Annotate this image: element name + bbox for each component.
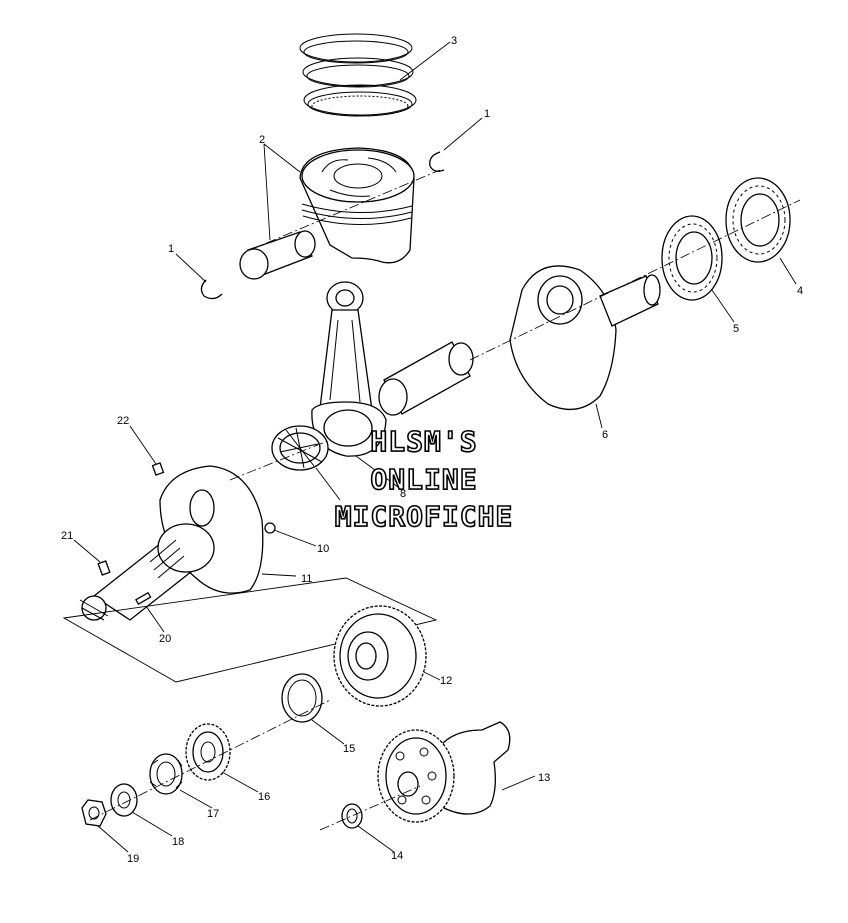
key-21[interactable] (97, 560, 111, 576)
balancer-gear-13[interactable] (377, 721, 511, 823)
callout-18: 18 (172, 836, 184, 848)
callout-9: 9 (337, 504, 343, 516)
callouts: 3 1 2 1 4 5 6 8 9 10 11 22 21 20 12 15 1… (61, 35, 803, 865)
callout-3: 3 (451, 35, 457, 47)
ball-bearing-inner[interactable] (661, 215, 723, 301)
crank-pin[interactable] (378, 341, 474, 416)
piston-rings[interactable] (299, 33, 417, 117)
circlip-right[interactable] (429, 151, 445, 172)
callout-6: 6 (602, 429, 608, 441)
crank-half-right[interactable] (509, 265, 661, 411)
connecting-rod[interactable] (311, 281, 387, 457)
leader-lines (73, 41, 797, 853)
needle-bearing[interactable] (271, 425, 329, 471)
washer-14[interactable] (341, 803, 363, 829)
callout-15: 15 (343, 743, 355, 755)
assembly-box (62, 577, 438, 683)
callout-11: 11 (301, 573, 312, 585)
callout-4: 4 (797, 285, 803, 297)
piston[interactable] (239, 147, 415, 280)
lock-nut-17[interactable] (149, 753, 183, 795)
callout-10: 10 (317, 543, 329, 555)
circlip-left[interactable] (200, 279, 223, 300)
gear-12[interactable] (333, 605, 427, 707)
key-22[interactable] (151, 462, 165, 476)
callout-12: 12 (440, 675, 452, 687)
dowel-20[interactable] (135, 591, 152, 605)
callout-22: 22 (117, 415, 129, 427)
ball-bearing-outer[interactable] (725, 177, 791, 263)
watermark-line-1: HLSM'S (370, 424, 478, 459)
washer-18[interactable] (110, 783, 138, 817)
callout-8: 8 (400, 488, 406, 500)
callout-13: 13 (538, 772, 550, 784)
callout-5: 5 (733, 323, 739, 335)
callout-21: 21 (61, 530, 73, 542)
callout-1-left: 1 (168, 243, 174, 255)
callout-17: 17 (207, 808, 219, 820)
callout-19: 19 (127, 853, 139, 865)
crank-half-left[interactable] (79, 465, 264, 621)
callout-1-right: 1 (484, 108, 490, 120)
callout-2: 2 (259, 134, 265, 146)
gear-16[interactable] (185, 723, 231, 781)
shim-15[interactable] (281, 673, 323, 723)
ball-10[interactable] (264, 522, 276, 534)
watermark-line-3: MICROFICHE (334, 499, 514, 534)
watermark-line-2: ONLINE (370, 462, 478, 497)
nut-19[interactable] (81, 799, 107, 827)
center-lines (89, 169, 801, 831)
callout-16: 16 (258, 791, 270, 803)
callout-14: 14 (391, 850, 403, 862)
callout-20: 20 (159, 633, 171, 645)
